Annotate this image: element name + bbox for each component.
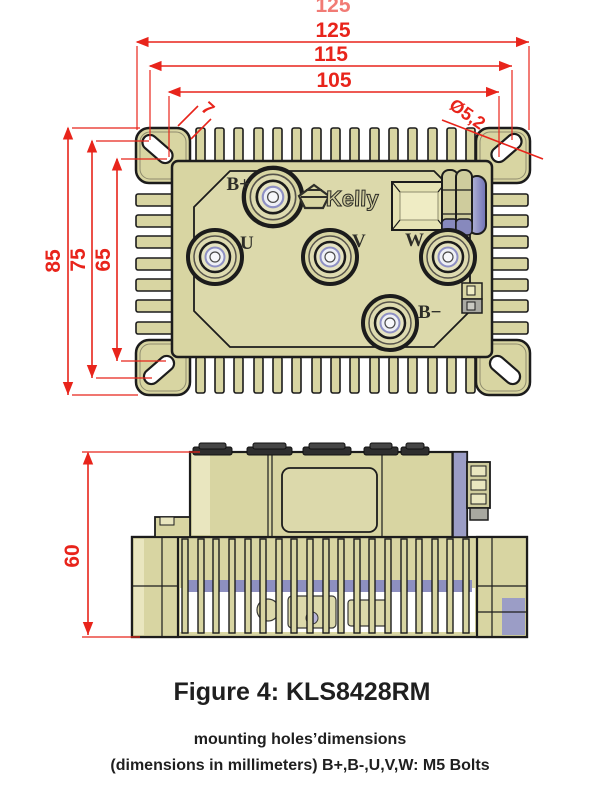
terminal-label-v: V — [352, 231, 366, 252]
figure-subtitle: mounting holes’dimensions — [194, 731, 407, 748]
figure-title: Figure 4: KLS8428RM — [173, 678, 430, 706]
kelly-logo-text: Kelly — [326, 186, 380, 211]
terminal-label-w: W — [405, 230, 424, 251]
dim-width-125: 125 — [135, 19, 530, 130]
side-recessed-panel — [281, 467, 378, 533]
terminal-label-u: U — [240, 233, 254, 254]
dim-label-slot-width: 7 — [198, 98, 219, 120]
terminal-bplus — [244, 168, 302, 226]
top-view: B+ U V W B− Kelly — [134, 126, 532, 397]
figure-note: (dimensions in millimeters) B+,B-,U,V,W:… — [110, 757, 489, 774]
dim-label-85: 85 — [42, 249, 65, 273]
terminal-v — [301, 228, 359, 286]
side-terminal-caps — [192, 442, 430, 456]
heatsink-fins-right — [489, 193, 529, 335]
dim-width-115: 115 — [148, 43, 513, 140]
side-right-connector — [452, 451, 491, 538]
dim-label-105: 105 — [316, 69, 351, 92]
dim-label-125: 125 — [315, 19, 350, 42]
terminal-u — [186, 228, 244, 286]
terminal-w — [419, 228, 477, 286]
terminal-label-bplus: B+ — [227, 174, 251, 195]
side-left-endcap — [130, 535, 180, 639]
dim-label-65: 65 — [92, 248, 115, 272]
heatsink-fins-top — [195, 127, 476, 165]
terminal-bminus — [361, 294, 419, 352]
heatsink-fins-left — [135, 193, 175, 335]
heatsink-fins-bottom — [195, 356, 476, 394]
kelly-logo-icon — [297, 183, 331, 210]
dimensions-left: 85 75 65 — [42, 126, 167, 396]
side-left-step — [154, 516, 191, 538]
side-right-endcap — [475, 535, 529, 639]
side-view — [130, 442, 529, 639]
dim-label-60: 60 — [61, 544, 84, 567]
dim-height-65: 65 — [92, 157, 167, 362]
caption: Figure 4: KLS8428RM mounting holes’dimen… — [110, 678, 489, 774]
kelly-logo: Kelly — [297, 183, 380, 211]
dim-ghost-125: 125 — [315, 0, 350, 17]
dim-label-115: 115 — [314, 43, 348, 66]
terminal-label-bminus: B− — [418, 302, 442, 323]
side-upper-housing — [188, 450, 469, 539]
dim-label-75: 75 — [67, 248, 90, 272]
dim-side-height-60: 60 — [61, 451, 200, 638]
dim-height-75: 75 — [67, 139, 152, 379]
dimensions-top: 125 125 115 105 Ø5,2 7 — [135, 0, 544, 160]
dim-height-85: 85 — [42, 126, 140, 396]
hex-standoff — [455, 169, 473, 236]
dim-width-105: 105 — [167, 69, 500, 157]
terminals: B+ U V W B− — [186, 168, 477, 352]
aux-connector — [461, 282, 483, 314]
